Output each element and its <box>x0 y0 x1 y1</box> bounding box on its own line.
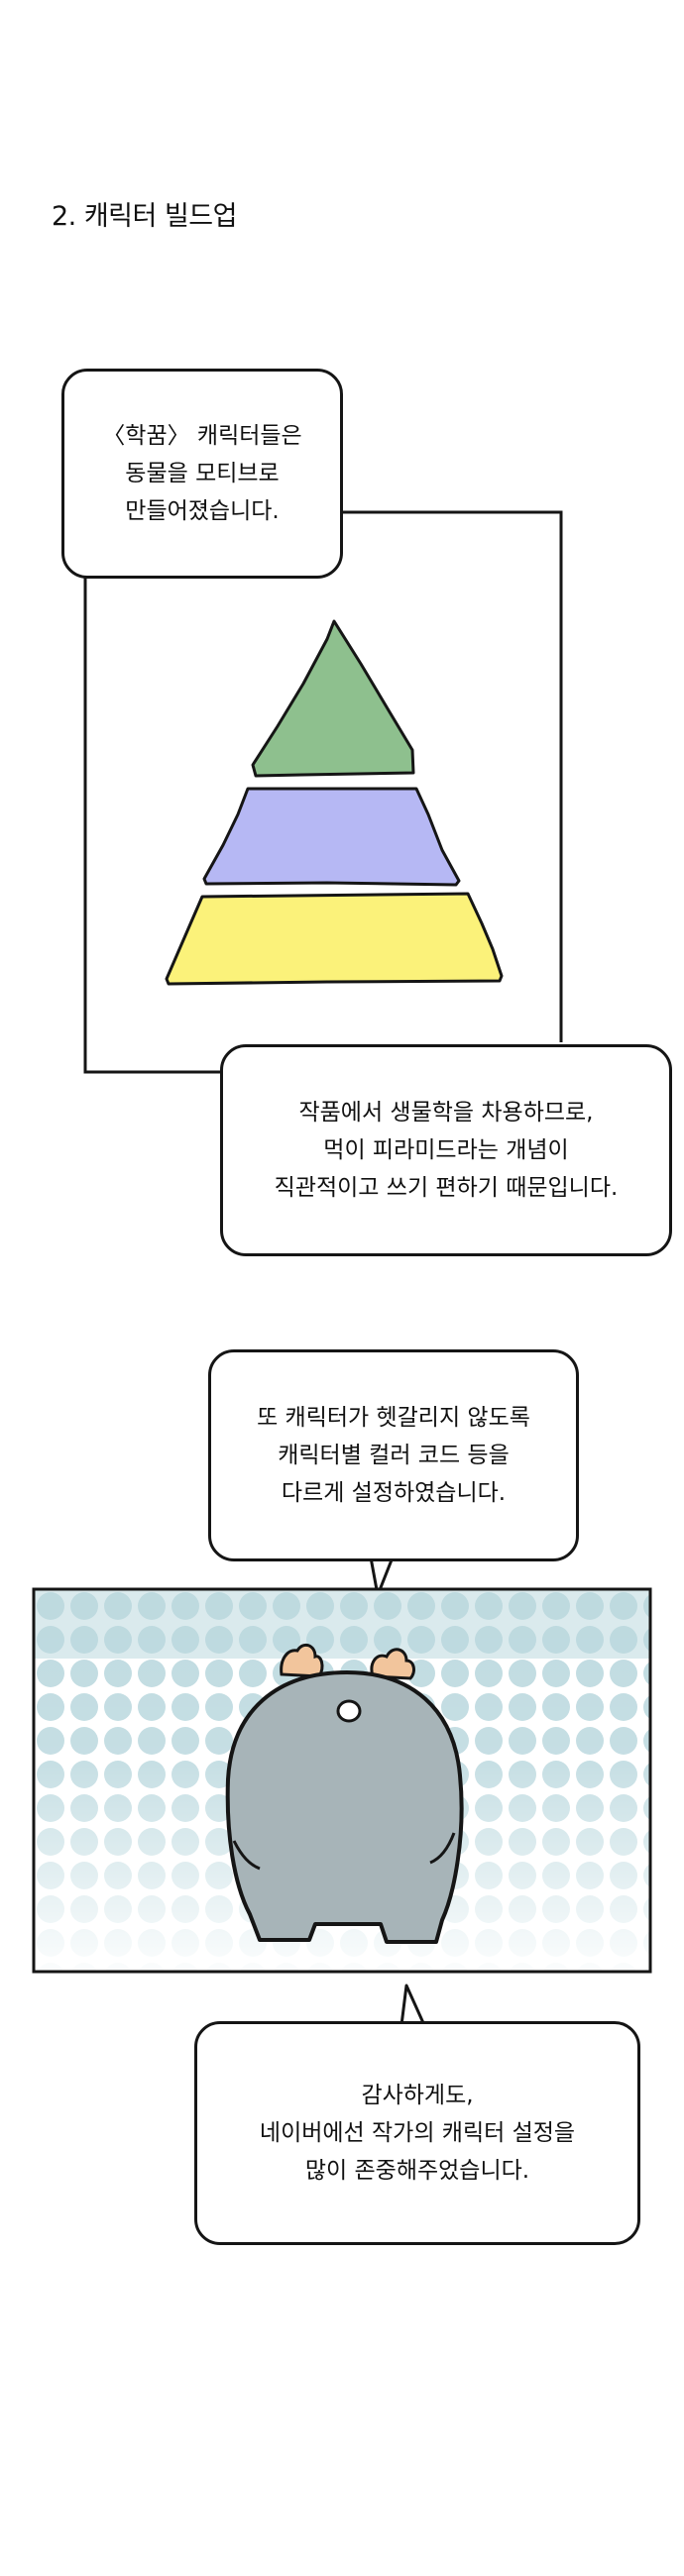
character-left-foot <box>280 1643 324 1678</box>
pyramid-top-tier <box>251 619 415 778</box>
bubble-line: 또 캐릭터가 헷갈리지 않도록 <box>257 1405 530 1431</box>
pyramid-middle-tier <box>202 787 461 887</box>
character-panel-frame <box>32 1587 652 1974</box>
bubble-line: 다르게 설정하였습니다. <box>281 1480 507 1506</box>
character-arm-right <box>429 1832 456 1865</box>
bubble-line: 먹이 피라미드라는 개념이 <box>323 1137 569 1163</box>
bubble-line: 〈학꿈〉 캐릭터들은 <box>102 423 302 449</box>
speech-bubble-tail-bottom <box>399 1984 426 2026</box>
section-heading: 2. 캐릭터 빌드업 <box>52 201 237 232</box>
character-tail <box>336 1699 362 1723</box>
character-back-view <box>225 1643 464 1944</box>
speech-bubble-color-code: 또 캐릭터가 헷갈리지 않도록 캐릭터별 컬러 코드 등을 다르게 설정하였습니… <box>208 1349 579 1561</box>
bubble-line: 많이 존중해주었습니다. <box>304 2158 530 2184</box>
pyramid-bottom-tier <box>165 892 504 986</box>
character-body <box>225 1670 464 1944</box>
pyramid-panel <box>83 510 563 1074</box>
pyramid-panel-frame <box>343 510 563 1042</box>
bubble-line: 감사하게도, <box>361 2083 474 2108</box>
speech-bubble-thanks: 감사하게도, 네이버에선 작가의 캐릭터 설정을 많이 존중해주었습니다. <box>194 2021 640 2245</box>
character-right-foot <box>370 1648 415 1680</box>
speech-bubble-intro: 〈학꿈〉 캐릭터들은 동물을 모티브로 만들어졌습니다. <box>61 369 343 579</box>
character-panel <box>32 1587 652 1974</box>
bubble-line: 네이버에선 작가의 캐릭터 설정을 <box>259 2120 576 2146</box>
bubble-line: 직관적이고 쓰기 편하기 때문입니다. <box>274 1175 619 1201</box>
bubble-line: 캐릭터별 컬러 코드 등을 <box>278 1443 510 1468</box>
bubble-line: 작품에서 생물학을 차용하므로, <box>298 1100 594 1126</box>
character-arm-left <box>232 1840 261 1871</box>
pyramid-panel-frame-left <box>83 577 220 1074</box>
speech-bubble-pyramid-reason: 작품에서 생물학을 차용하므로, 먹이 피라미드라는 개념이 직관적이고 쓰기 … <box>220 1044 672 1256</box>
bubble-line: 만들어졌습니다. <box>125 498 280 524</box>
bubble-line: 동물을 모티브로 <box>125 461 280 486</box>
